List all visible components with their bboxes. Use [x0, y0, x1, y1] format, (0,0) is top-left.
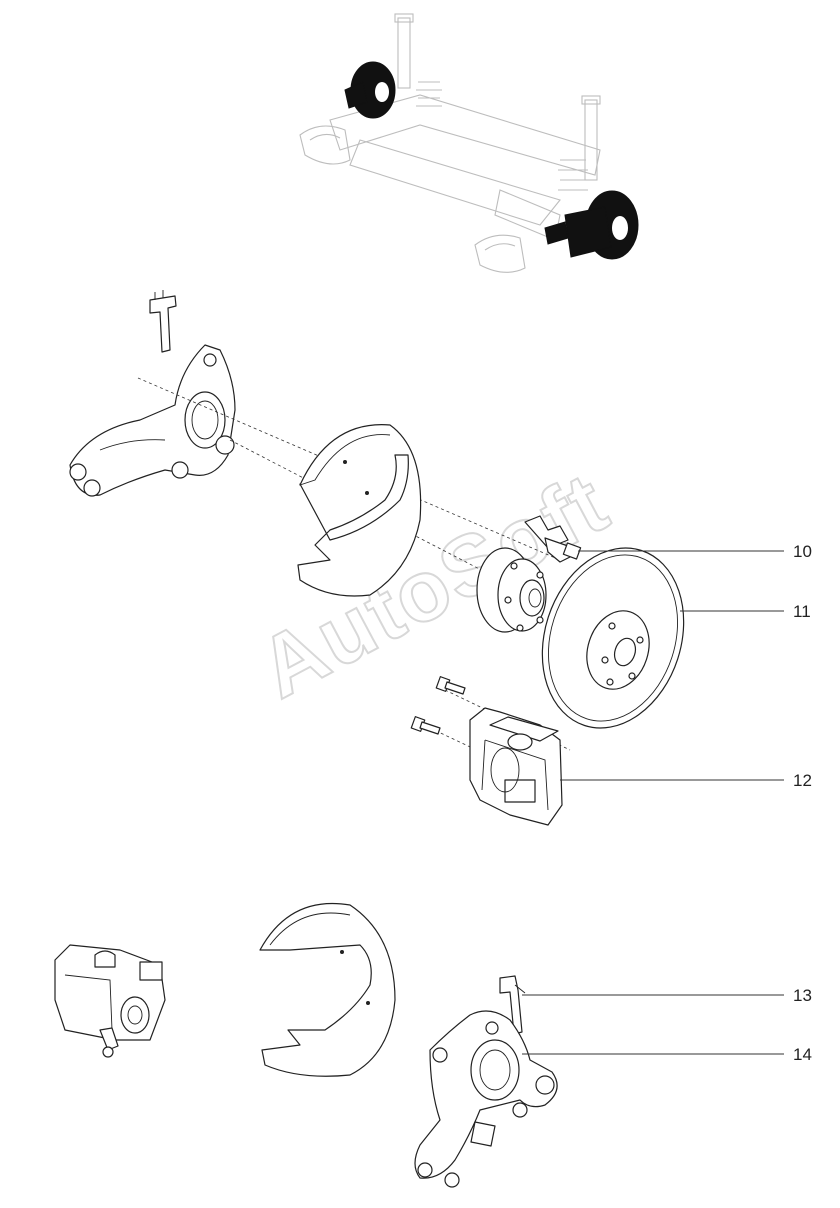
knuckle-upper — [69, 290, 236, 497]
callout-10: 10 — [793, 542, 812, 561]
axle-overview — [299, 13, 639, 273]
brake-disc-part-11 — [541, 547, 685, 729]
callout-12: 12 — [793, 771, 812, 790]
callout-13: 13 — [793, 986, 812, 1005]
bolt-part-10 — [524, 515, 582, 563]
brake-caliper-part-12 — [469, 707, 563, 826]
callout-14: 14 — [793, 1045, 812, 1064]
right-hub-highlight — [544, 190, 639, 260]
wheel-hub — [476, 547, 547, 633]
caliper-bolts — [410, 676, 466, 735]
left-hub-highlight — [344, 61, 396, 119]
dust-shield-upper — [297, 424, 422, 597]
callout-11: 11 — [793, 602, 811, 621]
knuckle-part-14 — [414, 1010, 558, 1188]
dust-shield-lower — [259, 902, 396, 1077]
caliper-assembled — [54, 944, 166, 1058]
